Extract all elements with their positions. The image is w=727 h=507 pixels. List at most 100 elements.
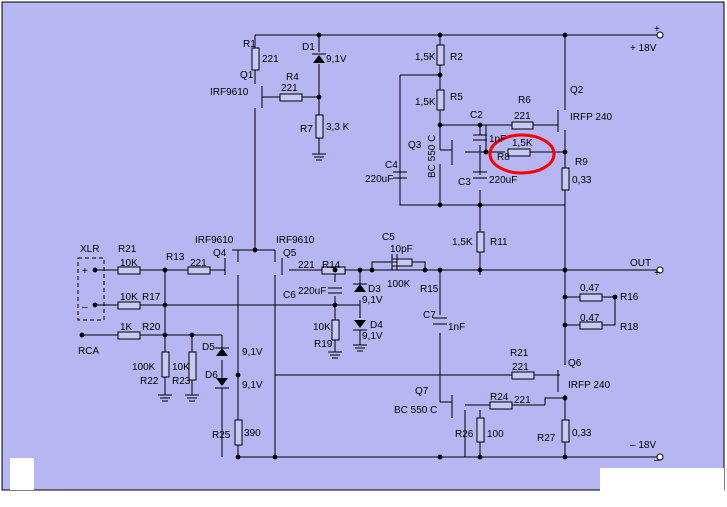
diode-d6 — [216, 378, 228, 386]
xlr-plus: + — [82, 266, 88, 277]
r22-value: 100K — [132, 362, 156, 373]
c5-ref: C5 — [382, 232, 395, 243]
d3-value: 9,1V — [362, 295, 383, 306]
r5-value: 1,5K — [415, 97, 436, 108]
r11-value: 1,5K — [452, 237, 473, 248]
resistor-r1 — [251, 47, 260, 71]
c5-value: 10pF — [390, 244, 413, 255]
board-background — [1, 1, 725, 491]
r14-value: 221 — [298, 260, 315, 271]
corner-patch-right — [600, 468, 724, 494]
resistor-r8 — [507, 148, 531, 157]
resistor-r16 — [579, 293, 603, 302]
c4-ref: C4 — [385, 160, 398, 171]
r4-ref: R4 — [286, 72, 299, 83]
c6-ref: C6 — [283, 290, 296, 301]
r17-value: 10K — [120, 292, 138, 303]
resistor-r6 — [511, 121, 534, 130]
c2-value: 1nF — [489, 134, 506, 145]
d5-ref: D5 — [202, 342, 215, 353]
r6-value: 221 — [514, 111, 531, 122]
r9-value: 0,33 — [572, 175, 592, 186]
r19-ref: R19 — [314, 339, 333, 350]
r2-ref: R2 — [450, 52, 463, 63]
resistor-r5 — [436, 89, 445, 111]
r4-value: 221 — [281, 83, 298, 94]
diode-d3 — [354, 284, 366, 292]
diode-symbols — [215, 53, 367, 389]
r17-ref: R17 — [142, 292, 161, 303]
supply-pos-label: + 18V — [630, 43, 657, 54]
rca-label: RCA — [78, 346, 99, 357]
r19-value: 10K — [313, 322, 331, 333]
r26-ref: R26 — [455, 429, 474, 440]
d4-value: 9,1V — [362, 331, 383, 342]
resistor-r4 — [279, 93, 303, 102]
capacitor-c2 — [473, 134, 487, 141]
c2-ref: C2 — [470, 110, 483, 121]
r21b-ref: R21 — [510, 348, 529, 359]
resistor-r20 — [117, 331, 141, 340]
resistor-r19 — [331, 319, 340, 341]
capacitor-c5 — [377, 254, 398, 270]
q3-value: BC 550 C — [427, 135, 438, 178]
capacitor-c4 — [393, 171, 407, 179]
q7-ref: Q7 — [415, 386, 429, 397]
q3-ref: Q3 — [408, 140, 422, 151]
r20-ref: R20 — [142, 322, 161, 333]
resistor-bodies — [117, 44, 603, 446]
r1-ref: R1 — [243, 39, 256, 50]
r25-ref: R25 — [212, 430, 231, 441]
capacitor-plates — [328, 134, 487, 325]
r21a-value: 10K — [120, 258, 138, 269]
capacitor-c6 — [328, 287, 342, 294]
resistor-r11 — [476, 231, 485, 253]
r18-value: 0,47 — [580, 313, 600, 324]
r18-ref: R18 — [620, 322, 639, 333]
supply-pos-plus: + — [654, 24, 660, 35]
r2-value: 1,5K — [415, 52, 436, 63]
resistor-r2 — [436, 44, 445, 66]
out-label: OUT — [630, 258, 651, 269]
capacitor-c7 — [433, 317, 447, 325]
resistor-r7 — [315, 114, 324, 139]
q6-value: IRFP 240 — [568, 380, 610, 391]
d5-value: 9,1V — [242, 347, 263, 358]
supply-neg-minus: – — [654, 455, 660, 466]
r20-value: 1K — [120, 322, 133, 333]
r21a-ref: R21 — [118, 244, 137, 255]
resistor-r9 — [561, 167, 570, 191]
diode-d5 — [216, 348, 228, 356]
r27-value: 0,33 — [572, 428, 592, 439]
r8-highlight-circle — [488, 133, 556, 175]
q7-value: BC 550 C — [394, 405, 437, 416]
resistor-r21b — [511, 371, 535, 380]
r15-ref: R15 — [420, 284, 439, 295]
r1-value: 221 — [262, 54, 279, 65]
diode-d1 — [313, 55, 325, 63]
terminal-circles — [656, 31, 664, 461]
resistor-r21a — [117, 266, 141, 275]
r15-value: 100K — [387, 279, 411, 290]
r8-ref: R8 — [497, 152, 510, 163]
corner-patch-left — [10, 458, 34, 490]
r22-ref: R22 — [140, 376, 159, 387]
r5-ref: R5 — [450, 92, 463, 103]
q5-value: IRF9610 — [276, 235, 315, 246]
d4-ref: D4 — [370, 320, 383, 331]
c7-ref: C7 — [423, 310, 436, 321]
c6-value: 220uF — [298, 286, 326, 297]
ground-symbols — [158, 153, 367, 402]
q6-ref: Q6 — [568, 358, 582, 369]
r27-ref: R27 — [537, 433, 556, 444]
labels: + 18V + – 18V – OUT + XLR + – RCA R1 221… — [78, 24, 660, 466]
q4-ref: Q4 — [213, 248, 227, 259]
resistor-r18 — [579, 321, 603, 330]
r23-value: 10K — [172, 362, 190, 373]
d1-value: 9,1V — [326, 54, 347, 65]
r11-ref: R11 — [490, 237, 508, 248]
resistor-r27 — [561, 419, 570, 443]
r6-ref: R6 — [518, 95, 531, 106]
